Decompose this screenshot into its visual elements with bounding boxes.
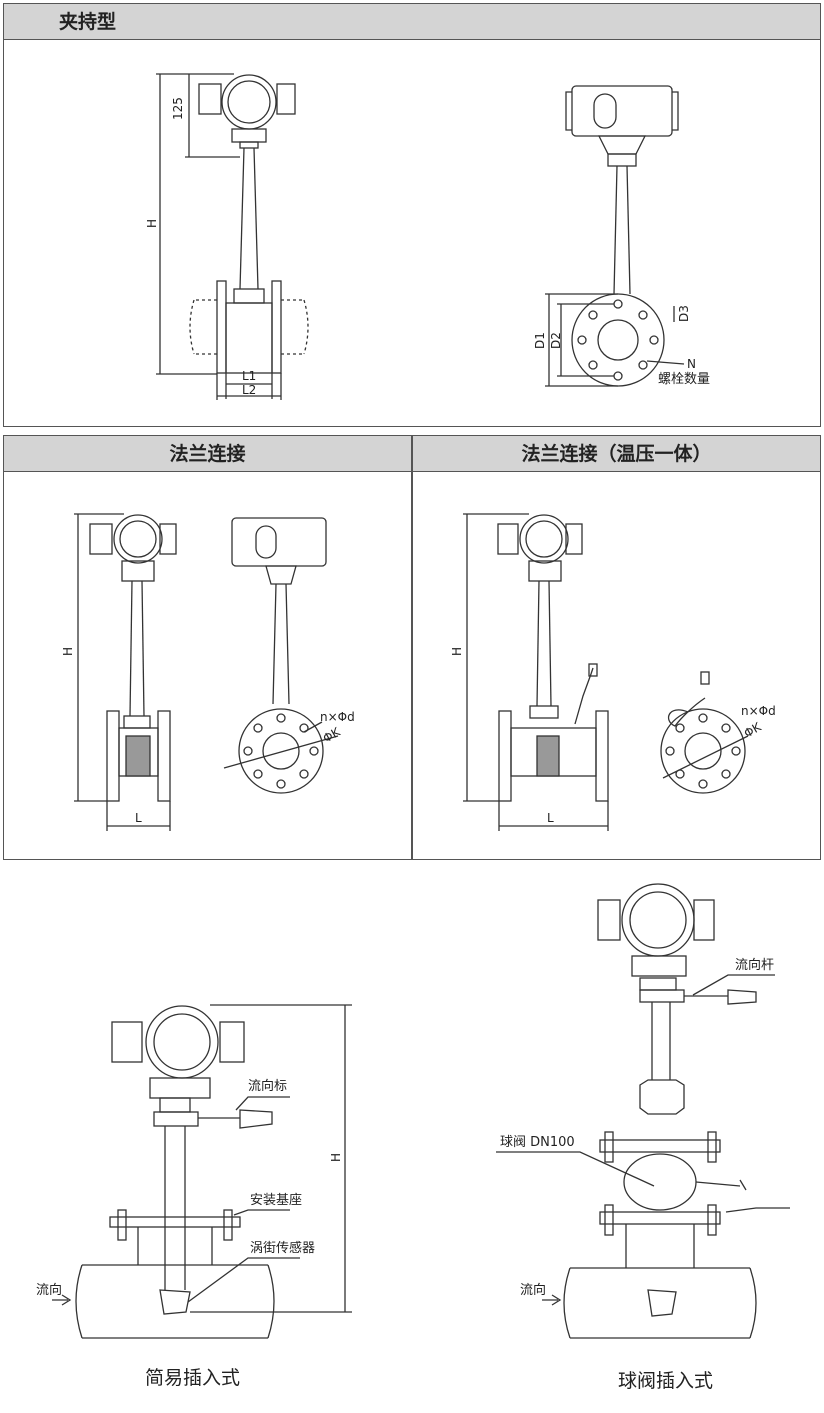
flange-dim-h: H [61,647,75,656]
valve-label: 球阀 DN100 [500,1135,575,1150]
bolt-n-label: N [687,357,696,371]
dim-d3: D3 [677,305,691,322]
clamp-panel: 夹持型 [3,3,821,427]
bolt-count-label: 螺栓数量 [658,372,710,387]
caption-simple-insert: 简易插入式 [145,1367,241,1389]
flow-rod-label: 流向杆 [735,957,774,973]
dim-h: H [145,219,159,228]
flange-tp-panel: 法兰连接（温压一体） [412,435,821,860]
flange-holes-label: n×Φd [320,710,355,724]
section-title-clamp: 夹持型 [4,4,820,40]
flow-dir-label-left: 流向 [36,1282,62,1298]
dim-d2: D2 [549,332,563,349]
dim-l1: L1 [242,369,256,383]
flange-drawing: H L n×Φd ΦK [61,513,355,831]
flange-tp-dim-l: L [547,811,554,825]
flange-tp-dim-h: H [450,647,464,656]
dim-d1: D1 [533,332,547,349]
dim-l2: L2 [242,383,256,397]
section-title-flange-tp: 法兰连接（温压一体） [413,436,820,472]
flange-tp-holes-label: n×Φd [741,704,776,718]
insert-dim-h: H [329,1153,343,1162]
flange-tp-drawing: H L n×Φd ΦK [450,513,776,831]
flow-marker-label: 流向标 [248,1078,287,1094]
simple-insert-drawing [52,1004,352,1339]
caption-ball-valve-insert: 球阀插入式 [618,1370,714,1392]
clamp-drawing: 125 H L1 L2 D1 D2 D3 N 螺栓数量 [145,73,710,400]
transmitter-head [198,74,296,149]
flange-dim-l: L [135,811,142,825]
sensor-label: 涡街传感器 [250,1240,315,1256]
flow-dir-label-right: 流向 [520,1282,546,1298]
ball-valve-insert-drawing [496,883,790,1339]
section-title-flange: 法兰连接 [4,436,411,472]
flange-panel: 法兰连接 [3,435,412,860]
dim-125: 125 [171,97,185,120]
base-label: 安装基座 [250,1193,302,1208]
